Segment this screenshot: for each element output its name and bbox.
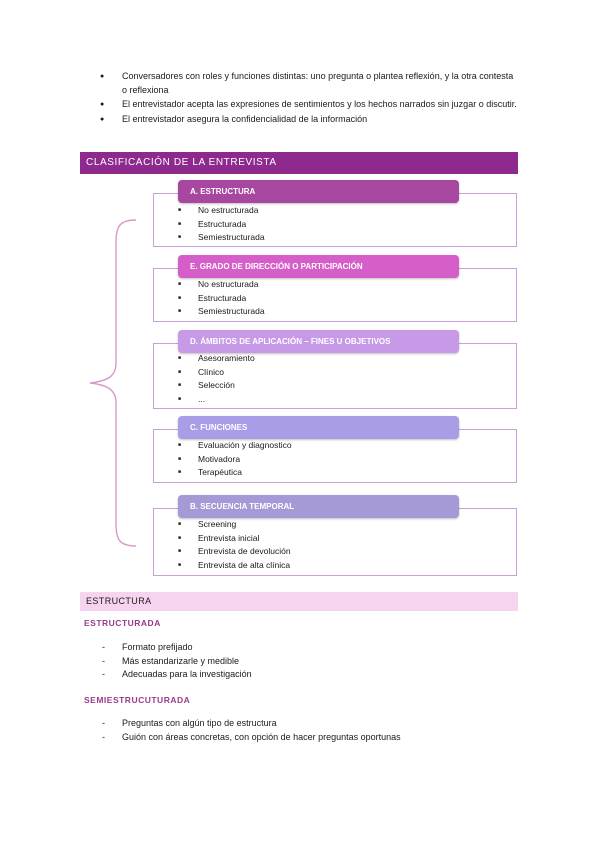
subheading-semiestructurada: SEMIESTRUCUTURADA [84, 695, 191, 705]
estructurada-list: Formato prefijado Más estandarizarle y m… [102, 641, 252, 682]
intro-bullet: El entrevistador acepta las expresiones … [100, 98, 520, 112]
group-pill-ambitos: D. ÁMBITOS DE APLICACIÓN – FINES U OBJET… [178, 330, 459, 353]
list-item: Screening [178, 518, 291, 532]
list-item: Guión con áreas concretas, con opción de… [102, 731, 401, 745]
list-item: Estructurada [178, 218, 265, 232]
list-item: Semiestructurada [178, 305, 265, 319]
subheading-estructurada: ESTRUCTURADA [84, 618, 161, 628]
list-item: Entrevista de devolución [178, 545, 291, 559]
list-item: Terapéutica [178, 466, 292, 480]
list-item: Selección [178, 379, 255, 393]
semiestructurada-list: Preguntas con algún tipo de estructura G… [102, 717, 401, 744]
list-item: No estructurada [178, 278, 265, 292]
group-label: A. ESTRUCTURA [190, 187, 256, 196]
list-item: Formato prefijado [102, 641, 252, 655]
group-items-ambitos: Asesoramiento Clínico Selección ... [178, 352, 255, 407]
list-item: Motivadora [178, 453, 292, 467]
list-item: Asesoramiento [178, 352, 255, 366]
list-item: Evaluación y diagnostico [178, 439, 292, 453]
section-heading-estructura: ESTRUCTURA [80, 592, 518, 611]
list-item: Más estandarizarle y medible [102, 655, 252, 669]
list-item: Entrevista de alta clínica [178, 559, 291, 573]
group-pill-grado-direccion: E. GRADO DE DIRECCIÓN O PARTICIPACIÓN [178, 255, 459, 278]
classification-banner: CLASIFICACIÓN DE LA ENTREVISTA [80, 152, 518, 174]
list-item: ... [178, 393, 255, 407]
group-pill-estructura: A. ESTRUCTURA [178, 180, 459, 203]
group-pill-funciones: C. FUNCIONES [178, 416, 459, 439]
list-item: Entrevista inicial [178, 532, 291, 546]
group-items-funciones: Evaluación y diagnostico Motivadora Tera… [178, 439, 292, 480]
list-item: Semiestructurada [178, 231, 265, 245]
group-items-estructura: No estructurada Estructurada Semiestruct… [178, 204, 265, 245]
list-item: Adecuadas para la investigación [102, 668, 252, 682]
list-item: Preguntas con algún tipo de estructura [102, 717, 401, 731]
intro-bullet-list: Conversadores con roles y funciones dist… [100, 70, 520, 127]
group-label: E. GRADO DE DIRECCIÓN O PARTICIPACIÓN [190, 262, 363, 271]
intro-bullet: Conversadores con roles y funciones dist… [100, 70, 520, 97]
group-items-secuencia: Screening Entrevista inicial Entrevista … [178, 518, 291, 573]
group-pill-secuencia: B. SECUENCIA TEMPORAL [178, 495, 459, 518]
group-items-grado-direccion: No estructurada Estructurada Semiestruct… [178, 278, 265, 319]
intro-bullet: El entrevistador asegura la confidencial… [100, 113, 520, 127]
group-label: C. FUNCIONES [190, 423, 248, 432]
list-item: No estructurada [178, 204, 265, 218]
group-label: D. ÁMBITOS DE APLICACIÓN – FINES U OBJET… [190, 337, 391, 346]
group-label: B. SECUENCIA TEMPORAL [190, 502, 295, 511]
list-item: Estructurada [178, 292, 265, 306]
curly-bracket [89, 219, 137, 547]
list-item: Clínico [178, 366, 255, 380]
